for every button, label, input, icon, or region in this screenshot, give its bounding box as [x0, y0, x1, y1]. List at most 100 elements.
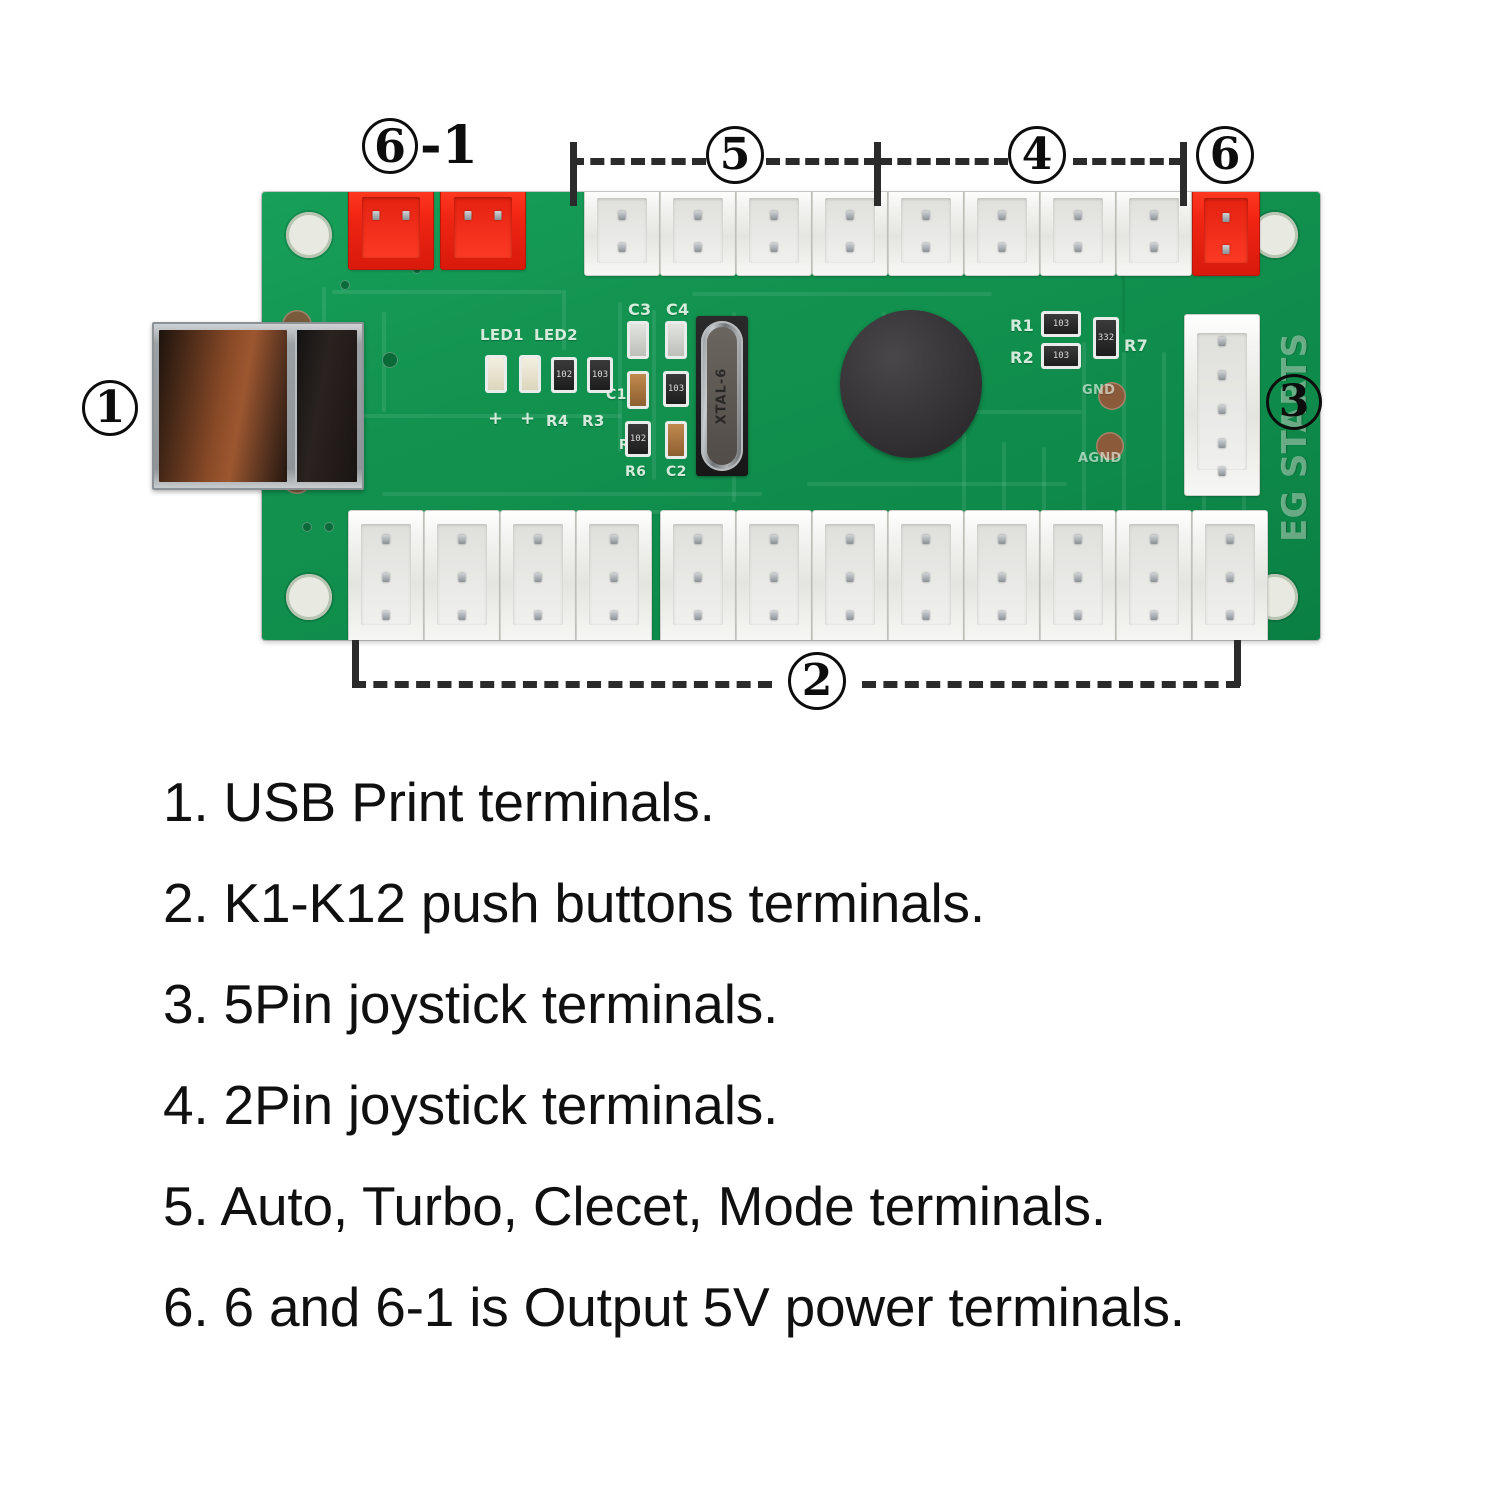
connector-pin: [618, 243, 626, 252]
connector-pin: [770, 243, 778, 252]
connector-pin: [372, 211, 380, 220]
crystal-can: [701, 321, 743, 471]
connector-pin: [458, 535, 466, 544]
via: [382, 352, 398, 368]
connector-pin: [922, 611, 930, 620]
connector-pin: [382, 611, 390, 620]
description-item-3: 3. 5Pin joystick terminals.: [163, 973, 779, 1035]
via: [302, 522, 312, 532]
connector-pin: [610, 611, 618, 620]
pcb-trace: [1042, 447, 1046, 542]
connector-pin: [1218, 337, 1226, 346]
white-connector-2pin-2[interactable]: [660, 192, 736, 276]
white-connector-3pin-k2[interactable]: [424, 510, 500, 640]
white-connector-5pin-joystick[interactable]: [1184, 314, 1260, 496]
bracket-5-right-tick: [874, 142, 881, 206]
white-connector-2pin-8[interactable]: [1116, 192, 1192, 276]
connector-pin: [402, 211, 410, 220]
connector-pin: [922, 211, 930, 220]
white-connector-3pin-k7[interactable]: [812, 510, 888, 640]
white-connector-3pin-k1[interactable]: [348, 510, 424, 640]
connector-pin: [1222, 245, 1230, 254]
white-connector-2pin-5[interactable]: [888, 192, 964, 276]
connector-pin: [922, 573, 930, 582]
white-connector-3pin-k6[interactable]: [736, 510, 812, 640]
white-connector-3pin-k5[interactable]: [660, 510, 736, 640]
connector-pin: [382, 535, 390, 544]
callout-2-circle: 2: [788, 652, 846, 710]
connector-well: [672, 197, 724, 263]
silk-r3: R3: [582, 412, 605, 430]
white-connector-2pin-6[interactable]: [964, 192, 1040, 276]
callout-6-1: 6 -1: [362, 118, 478, 174]
white-connector-3pin-k10[interactable]: [1040, 510, 1116, 640]
smd-code: 103: [667, 384, 685, 394]
white-connector-2pin-7[interactable]: [1040, 192, 1116, 276]
connector-pin: [1226, 573, 1234, 582]
red-connector-6-1-b[interactable]: [440, 192, 526, 270]
smd-code: 102: [629, 434, 647, 444]
red-connector-6-1-a[interactable]: [348, 192, 434, 270]
description-item-2: 2. K1-K12 push buttons terminals.: [163, 872, 985, 934]
pcb-trace: [382, 492, 762, 496]
brand-silkscreen: EG STARTS: [1275, 332, 1315, 542]
red-connector-6[interactable]: [1192, 192, 1260, 276]
connector-well: [596, 197, 648, 263]
connector-pin: [1226, 611, 1234, 620]
white-connector-3pin-k11[interactable]: [1116, 510, 1192, 640]
connector-pin: [694, 211, 702, 220]
connector-pin: [770, 573, 778, 582]
pcb-trace: [332, 290, 562, 294]
white-connector-2pin-3[interactable]: [736, 192, 812, 276]
connector-well: [900, 197, 952, 263]
white-connector-3pin-k4[interactable]: [576, 510, 652, 640]
bracket-5-dash-left: [570, 158, 706, 165]
connector-pin: [998, 535, 1006, 544]
connector-pin: [846, 573, 854, 582]
connector-well: [976, 197, 1028, 263]
crystal-label: XTAL-6: [714, 367, 730, 425]
smd-led1: [488, 358, 504, 390]
connector-pin: [694, 243, 702, 252]
callout-1-circle: 1: [82, 380, 138, 436]
silk-r7: R7: [1124, 336, 1149, 355]
white-connector-2pin-4[interactable]: [812, 192, 888, 276]
usb-type-b-port[interactable]: [152, 322, 364, 490]
connector-pin: [1150, 243, 1158, 252]
connector-pin: [846, 535, 854, 544]
smd-c2: [668, 424, 684, 456]
mounting-hole-tl: [286, 212, 332, 258]
white-connector-3pin-k8[interactable]: [888, 510, 964, 640]
connector-pin: [610, 573, 618, 582]
connector-pin: [998, 211, 1006, 220]
connector-well: [748, 197, 800, 263]
pcb-trace: [1082, 342, 1086, 542]
white-connector-3pin-k9[interactable]: [964, 510, 1040, 640]
white-connector-3pin-k12[interactable]: [1192, 510, 1268, 640]
description-item-5: 5. Auto, Turbo, Clecet, Mode terminals.: [163, 1175, 1106, 1237]
description-item-6: 6. 6 and 6-1 is Output 5V power terminal…: [163, 1276, 1185, 1338]
pcb-trace: [807, 482, 1067, 486]
bracket-5-left-tick: [570, 142, 577, 206]
silk-led2: LED2: [534, 326, 578, 344]
connector-pin: [534, 535, 542, 544]
smd-code: 332: [1097, 333, 1115, 343]
callout-3: 3: [1266, 374, 1322, 430]
connector-pin: [1074, 243, 1082, 252]
silk-polarity-2: +: [520, 408, 536, 429]
pcb-trace: [1002, 442, 1006, 542]
bracket-4-dash-left: [878, 158, 1008, 165]
connector-pin: [1150, 211, 1158, 220]
solder-blob: [1096, 432, 1124, 460]
connector-pin: [610, 535, 618, 544]
white-connector-2pin-1[interactable]: [584, 192, 660, 276]
pcb-trace: [882, 410, 1082, 414]
white-connector-3pin-k3[interactable]: [500, 510, 576, 640]
silk-gnd: GND: [1082, 383, 1116, 398]
connector-pin: [846, 211, 854, 220]
callout-6: 6: [1196, 126, 1254, 184]
silk-c2: C2: [666, 464, 687, 480]
connector-pin: [770, 535, 778, 544]
callout-1: 1: [82, 380, 138, 436]
connector-pin: [694, 573, 702, 582]
